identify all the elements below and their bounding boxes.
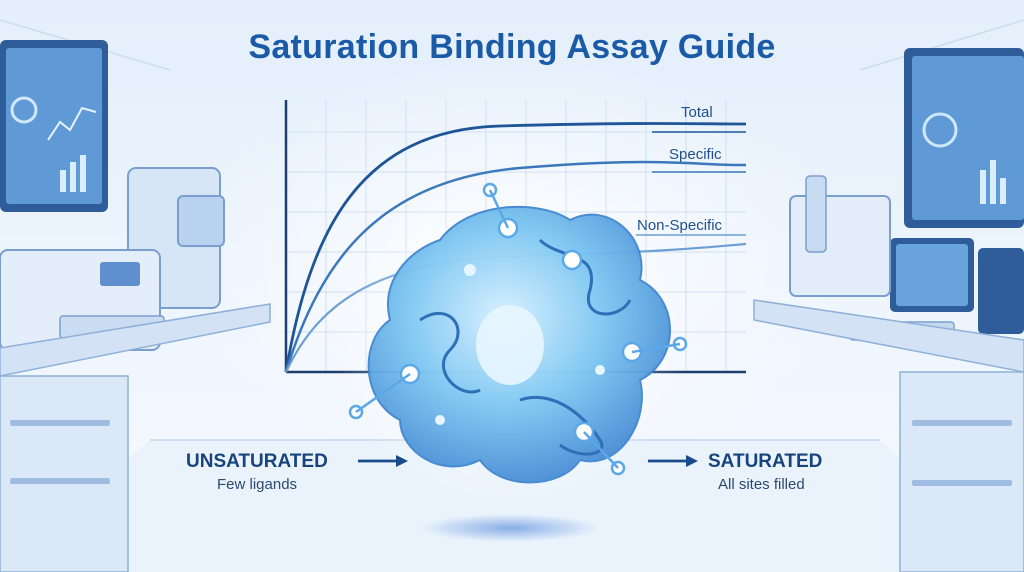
- right-monitor-small-screen: [896, 244, 968, 306]
- left-counter: [0, 303, 271, 377]
- ligand-molecules: [348, 182, 688, 476]
- arrow-left: [358, 455, 408, 467]
- plate-reader-keypad: [100, 262, 140, 286]
- left-monitor-bar: [70, 162, 76, 192]
- pipetting-robot-arm: [805, 175, 827, 253]
- page-title: Saturation Binding Assay Guide: [248, 28, 776, 66]
- left-cabinet-handle: [10, 478, 110, 484]
- right-monitor-side: [978, 248, 1024, 334]
- pipetting-robot: [789, 195, 891, 297]
- right-lab-bench: [753, 48, 1024, 572]
- right-cabinet-handle: [912, 480, 1012, 486]
- arrow-right: [648, 455, 698, 467]
- left-monitor-ring-chart: [10, 96, 38, 124]
- right-monitor-bar: [1000, 178, 1006, 204]
- unsaturated-subtext: Few ligands: [217, 476, 298, 493]
- right-monitor-bar: [980, 170, 986, 204]
- curve-total: [284, 122, 747, 373]
- right-cabinet-handle: [912, 420, 1012, 426]
- protein-structure: [335, 165, 685, 515]
- legend-specific-label: Specific: [669, 146, 722, 163]
- left-cabinet: [0, 375, 129, 572]
- left-monitor-bar: [60, 170, 66, 192]
- right-cabinet: [899, 371, 1024, 572]
- left-lab-bench: [0, 40, 271, 572]
- right-monitor-ring-chart: [922, 112, 958, 148]
- left-monitor-screen: [6, 48, 102, 204]
- right-monitor-large-screen: [912, 56, 1024, 220]
- unsaturated-heading: UNSATURATED: [186, 451, 328, 472]
- right-monitor-bar: [990, 160, 996, 204]
- saturated-subtext: All sites filled: [718, 476, 805, 493]
- right-counter: [753, 299, 1024, 373]
- dispenser-head: [177, 195, 225, 247]
- legend-nonspecific-label: Non-Specific: [637, 217, 723, 234]
- protein-shadow: [420, 514, 600, 542]
- left-cabinet-handle: [10, 420, 110, 426]
- saturated-heading: SATURATED: [708, 451, 823, 472]
- ceiling-line-right: [859, 19, 1024, 71]
- left-monitor-bar: [80, 155, 86, 192]
- legend-total-label: Total: [681, 104, 713, 121]
- left-monitor-line-chart: [47, 106, 97, 141]
